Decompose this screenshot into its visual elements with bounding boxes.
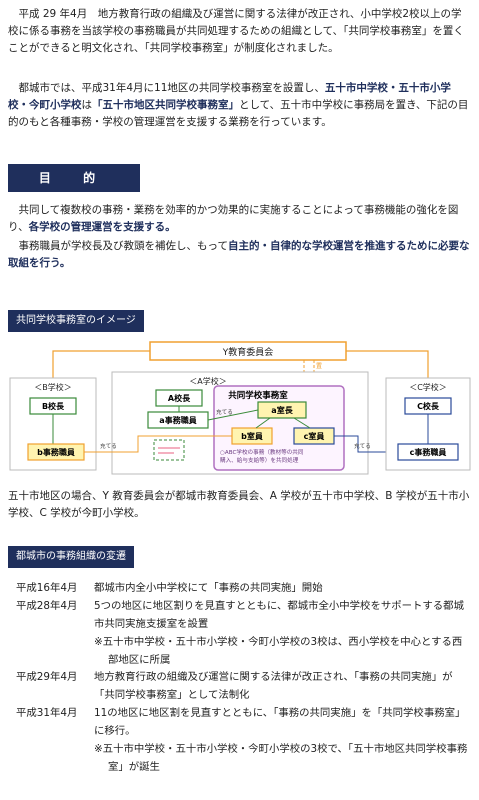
history-text: 都城市内全小中学校にて「事務の共同実施」開始 xyxy=(94,582,323,594)
history-note: ※五十市中学校・五十市小学校・今町小学校の3校で、「五十市地区共同学校事務室」が… xyxy=(94,743,468,773)
assign-c-arrow xyxy=(334,435,392,453)
purpose-paragraph-1: 共同して複数校の事務・業務を効率的かつ効果的に実施することによって事務機能の強化… xyxy=(8,202,470,236)
office-link xyxy=(293,417,311,429)
office-diagram: Y教育委員会 設置 置 ＜B学校＞ B校長 b事務職員 ＜A学校＞ A校長 a事… xyxy=(8,340,472,480)
office-diagram-svg: Y教育委員会 設置 置 ＜B学校＞ B校長 b事務職員 ＜A学校＞ A校長 a事… xyxy=(9,341,471,475)
c-principal: C校長 xyxy=(417,401,440,411)
assign-b-label: 充てる xyxy=(100,442,117,450)
history-text: 地方教育行政の組織及び運営に関する法律が改正され、「事務の共同実施」が「共同学校… xyxy=(94,671,453,702)
assign-b-arrow xyxy=(84,435,232,453)
a-principal: A校長 xyxy=(168,393,191,403)
intro-office-name: 「五十市地区共同学校事務室」 xyxy=(92,99,239,111)
board-to-b-line xyxy=(52,350,150,378)
b-principal: B校長 xyxy=(42,401,65,411)
history-section-label: 都城市の事務組織の変遷 xyxy=(8,546,134,568)
board-label: Y教育委員会 xyxy=(222,346,274,358)
placeholder-box xyxy=(153,439,185,461)
set-label: 置 xyxy=(316,363,322,370)
assign-a-label: 充てる xyxy=(216,408,233,416)
history-row: 平成28年4月 5つの地区に地区割りを見直すとともに、都城市全小中学校をサポート… xyxy=(16,598,472,634)
history-year xyxy=(16,741,94,777)
history-year: 平成31年4月 xyxy=(16,707,78,720)
history-timeline: 平成16年4月 都城市内全小中学校にて「事務の共同実施」開始 平成28年4月 5… xyxy=(16,580,472,777)
b-member: b室員 xyxy=(241,431,263,441)
c-member: c室員 xyxy=(304,431,325,441)
a-head: a室長 xyxy=(271,405,293,415)
intro-text: 都城市では、平成31年4月に11地区の共同学校事務室を設置し、 xyxy=(18,82,325,94)
a-staff: a事務職員 xyxy=(159,415,196,425)
office-note-line-1: ○ABC学校の事務（教材等の共同 xyxy=(220,448,304,456)
intro-text: として、五十市中学校に事務局を置き、下記の目的のもと各種事務・学校の管理運営を支… xyxy=(8,99,469,128)
b-staff: b事務職員 xyxy=(37,447,75,457)
history-row: 平成31年4月 11の地区に地区割を見直すとともに、「事務の共同実施」を「共同学… xyxy=(16,705,472,741)
history-text: 5つの地区に地区割りを見直すとともに、都城市全小中学校をサポートする都城市共同実… xyxy=(94,599,464,630)
assign-c-label: 充てる xyxy=(354,442,371,450)
purpose-heading: 目 的 xyxy=(8,164,140,192)
intro-text: は xyxy=(81,99,93,111)
history-year: 平成28年4月 xyxy=(16,599,78,612)
diagram-caption: 五十市地区の場合、Y 教育委員会が都城市教育委員会、A 学校が五十市中学校、B … xyxy=(8,490,470,519)
c-staff-box xyxy=(397,443,459,461)
assign-a-arrow xyxy=(207,409,259,421)
office-note-line-2: 購入、給与支給等）を共同処理 xyxy=(220,456,299,464)
history-row: ※五十市中学校・五十市小学校・今町小学校の3校は、西小学校を中心とする西部地区に… xyxy=(16,634,472,670)
history-note: ※五十市中学校・五十市小学校・今町小学校の3校は、西小学校を中心とする西部地区に… xyxy=(94,635,463,666)
office-link xyxy=(255,417,271,429)
history-year xyxy=(16,634,94,670)
history-row: 平成16年4月 都城市内全小中学校にて「事務の共同実施」開始 xyxy=(16,580,472,598)
school-b-title: ＜B学校＞ xyxy=(34,382,72,392)
school-c-title: ＜C学校＞ xyxy=(409,382,447,392)
purpose-emphasis: 各学校の管理運営を支援する。 xyxy=(28,221,176,233)
intro-paragraph-1: 平成 29 年4月 地方教育行政の組織及び運営に関する法律が改正され、小中学校2… xyxy=(8,8,464,54)
image-section-label: 共同学校事務室のイメージ xyxy=(8,310,144,332)
purpose-paragraph-2: 事務職員が学校長及び教頭を補佐し、もって自主的・自律的な学校運営を推進するために… xyxy=(8,238,470,272)
intro-schools: 五十市中学校・五十市小学校・今町小学校 xyxy=(8,82,451,111)
purpose-text: 事務職員が学校長及び教頭を補佐し、もって xyxy=(18,240,228,252)
history-year: 平成29年4月 xyxy=(16,671,78,684)
purpose-text: 共同して複数校の事務・業務を効率的かつ効果的に実施することによって事務機能の強化… xyxy=(8,204,459,233)
c-staff: c事務職員 xyxy=(410,447,447,457)
board-to-c-line xyxy=(346,350,429,378)
history-row: 平成29年4月 地方教育行政の組織及び運営に関する法律が改正され、「事務の共同実… xyxy=(16,669,472,705)
purpose-emphasis: 自主的・自律的な学校運営を推進するために必要な取組を行う。 xyxy=(8,240,470,269)
history-text: 11の地区に地区割を見直すとともに、「事務の共同実施」を「共同学校事務室」に移行… xyxy=(94,707,466,738)
intro-paragraph-2: 都城市では、平成31年4月に11地区の共同学校事務室を設置し、五十市中学校・五十… xyxy=(8,80,470,131)
joint-office-box xyxy=(213,385,345,471)
history-year: 平成16年4月 xyxy=(16,582,78,594)
school-a-title: ＜A学校＞ xyxy=(189,376,226,386)
joint-office-title: 共同学校事務室 xyxy=(228,390,288,401)
history-row: ※五十市中学校・五十市小学校・今町小学校の3校で、「五十市地区共同学校事務室」が… xyxy=(16,741,472,777)
